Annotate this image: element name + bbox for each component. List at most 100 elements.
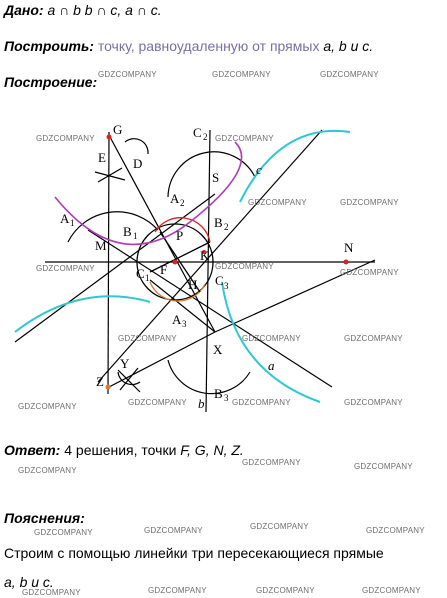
watermark: GDZCOMPANY [320, 70, 379, 79]
line-bisector-h [149, 279, 216, 333]
label-b3: B [214, 386, 223, 401]
label-k: K [200, 248, 210, 263]
label-c3: C [215, 273, 224, 288]
watermark: GDZCOMPANY [340, 198, 399, 207]
line-c [97, 129, 323, 383]
label-p: P [176, 228, 183, 243]
watermark: GDZCOMPANY [118, 334, 177, 343]
answer-text: 4 решения, точки [64, 442, 177, 458]
watermark: GDZCOMPANY [250, 522, 309, 531]
label-y: Y [120, 356, 130, 371]
label-x: X [213, 342, 223, 357]
watermark: GDZCOMPANY [354, 462, 413, 471]
arc-s [167, 151, 256, 198]
watermark: GDZCOMPANY [232, 398, 291, 407]
answer-points: F, G, N, Z. [180, 442, 244, 458]
arc-m [67, 211, 159, 243]
point-f [172, 259, 178, 265]
watermark: GDZCOMPANY [215, 262, 274, 271]
label-e: E [98, 150, 106, 165]
arc-x [167, 359, 251, 395]
answer-label: Ответ: [4, 442, 61, 458]
construction-label: Построение: [4, 74, 98, 90]
line-a [87, 229, 333, 388]
label-a1: A [60, 211, 70, 226]
construction-diagram: G C 2 E D S c A 2 A 1 M B 1 P B 2 N K C … [14, 122, 376, 413]
inner-line-2 [149, 241, 211, 273]
watermark: GDZCOMPANY [18, 402, 77, 411]
line-left-upper [14, 193, 216, 343]
watermark: GDZCOMPANY [362, 586, 421, 595]
inscribed-circle [136, 223, 214, 301]
watermark: GDZCOMPANY [344, 398, 403, 407]
cyan-arc-left [14, 295, 151, 333]
construct-line: Построить: точку, равноудаленную от прям… [4, 38, 373, 54]
watermark: GDZCOMPANY [128, 398, 187, 407]
construct-label: Построить: [4, 38, 94, 54]
label-c2: C [193, 125, 202, 140]
point-g [106, 134, 112, 140]
label-b3-sub: 3 [224, 393, 229, 403]
label-n: N [344, 240, 354, 255]
watermark: GDZCOMPANY [256, 586, 315, 595]
given-text: a ∩ b b ∩ c, a ∩ c. [47, 2, 162, 18]
cyan-arc-upper-right [239, 129, 351, 203]
label-a3-sub: 3 [182, 319, 187, 329]
label-s: S [212, 170, 219, 185]
label-b1: B [123, 224, 132, 239]
watermark: GDZCOMPANY [248, 198, 307, 207]
label-c2-sub: 2 [203, 132, 208, 142]
label-m: M [95, 238, 107, 253]
watermark: GDZCOMPANY [242, 458, 301, 467]
line-vertical-left [107, 131, 110, 395]
label-b-line: b [198, 396, 205, 411]
watermark: GDZCOMPANY [215, 134, 274, 143]
watermark: GDZCOMPANY [148, 586, 207, 595]
watermark: GDZCOMPANY [36, 264, 95, 273]
watermark: GDZCOMPANY [36, 134, 95, 143]
inner-arc-red [154, 217, 211, 243]
label-a1-sub: 1 [70, 218, 75, 228]
explanation-line2: a, b и c. [4, 574, 54, 590]
magenta-arc [54, 141, 243, 246]
cyan-arc-lower-right [221, 281, 321, 403]
explanation-label: Пояснения: [4, 510, 85, 526]
answer-line: Ответ: 4 решения, точки F, G, N, Z. [4, 442, 244, 458]
construction-line: Построение: [4, 74, 97, 90]
explanation-line1: Строим с помощью линейки три пересекающи… [4, 545, 384, 561]
watermark: GDZCOMPANY [22, 588, 81, 597]
label-z: Z [96, 374, 104, 389]
label-c1: C [136, 266, 145, 281]
label-a-line: a [268, 358, 275, 373]
label-c3-sub: 3 [224, 281, 229, 291]
construct-lines: a, b и c. [323, 38, 374, 54]
label-a3: A [172, 312, 182, 327]
watermark: GDZCOMPANY [242, 334, 301, 343]
label-b2: B [214, 215, 223, 230]
label-b2-sub: 2 [224, 222, 229, 232]
tick-y2 [119, 367, 139, 391]
watermark: GDZCOMPANY [366, 526, 425, 535]
watermark: GDZCOMPANY [212, 70, 271, 79]
label-g: G [113, 122, 122, 137]
explanation-heading: Пояснения: [4, 510, 85, 526]
given-label: Дано: [4, 2, 44, 18]
tick-y1 [117, 369, 141, 393]
given-line: Дано: a ∩ b b ∩ c, a ∩ c. [4, 2, 162, 18]
label-h: H [188, 277, 197, 292]
label-c-line: c [256, 162, 262, 177]
watermark: GDZCOMPANY [18, 466, 77, 475]
label-c1-sub: 1 [145, 273, 150, 283]
label-a2-sub: 2 [180, 198, 185, 208]
tick-e2 [97, 167, 123, 183]
tick-e1 [94, 171, 126, 181]
inner-line-1 [159, 231, 201, 293]
arc-d [124, 138, 149, 155]
watermark: GDZCOMPANY [144, 526, 203, 535]
watermark: GDZCOMPANY [340, 268, 399, 277]
point-z [105, 384, 111, 390]
label-d: D [133, 156, 142, 171]
point-n [343, 259, 349, 265]
watermark: GDZCOMPANY [34, 528, 93, 537]
line-bisector-a1 [109, 136, 216, 333]
